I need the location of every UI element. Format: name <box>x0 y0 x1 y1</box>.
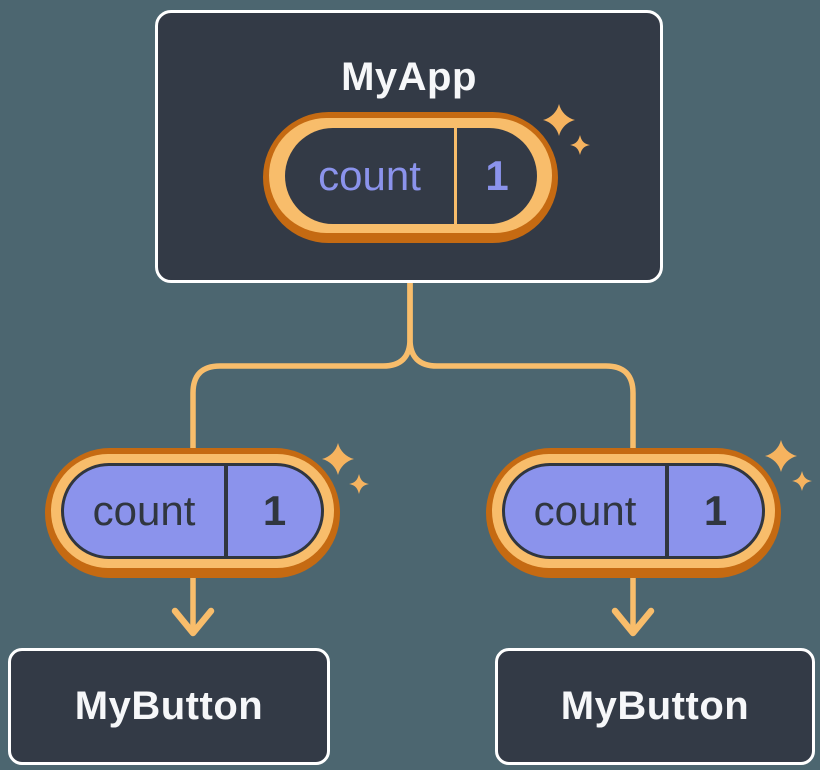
state-pill: count 1 <box>263 112 558 243</box>
prop-value-label: 1 <box>703 487 728 534</box>
sparkle-small-icon <box>349 474 369 494</box>
prop-pill-left: count 1 <box>45 448 340 578</box>
component-title: MyButton <box>74 684 264 728</box>
sparkle-large-icon <box>765 440 797 472</box>
component-title: MyButton <box>560 684 750 728</box>
sparkle-small-icon <box>792 471 812 491</box>
prop-name-label: count <box>533 487 637 534</box>
sparkle-small-icon <box>570 135 590 155</box>
prop-pill-body: count 1 <box>61 463 324 559</box>
pill-divider <box>224 466 228 556</box>
sparkle-large-icon <box>543 104 575 136</box>
prop-value-label: 1 <box>262 487 287 534</box>
arrowhead-down-left-icon <box>171 607 215 637</box>
component-node-mybutton-left: MyButton <box>8 648 330 765</box>
prop-pill-body: count 1 <box>502 463 765 559</box>
pill-divider <box>665 466 669 556</box>
state-value-label: 1 <box>485 152 509 199</box>
prop-pill-right: count 1 <box>486 448 781 578</box>
component-node-mybutton-right: MyButton <box>495 648 815 765</box>
sparkle-large-icon <box>322 443 354 475</box>
prop-name-label: count <box>92 487 196 534</box>
arrowhead-down-right-icon <box>611 607 655 637</box>
sparkles-icon <box>543 104 590 155</box>
connector-branch-right <box>407 280 636 633</box>
component-title: MyApp <box>341 55 477 99</box>
sparkles-icon <box>765 440 812 491</box>
state-pill-body: count 1 <box>285 128 537 224</box>
sparkles-icon <box>322 443 369 494</box>
state-name-label: count <box>318 152 421 199</box>
pill-divider <box>454 128 457 224</box>
